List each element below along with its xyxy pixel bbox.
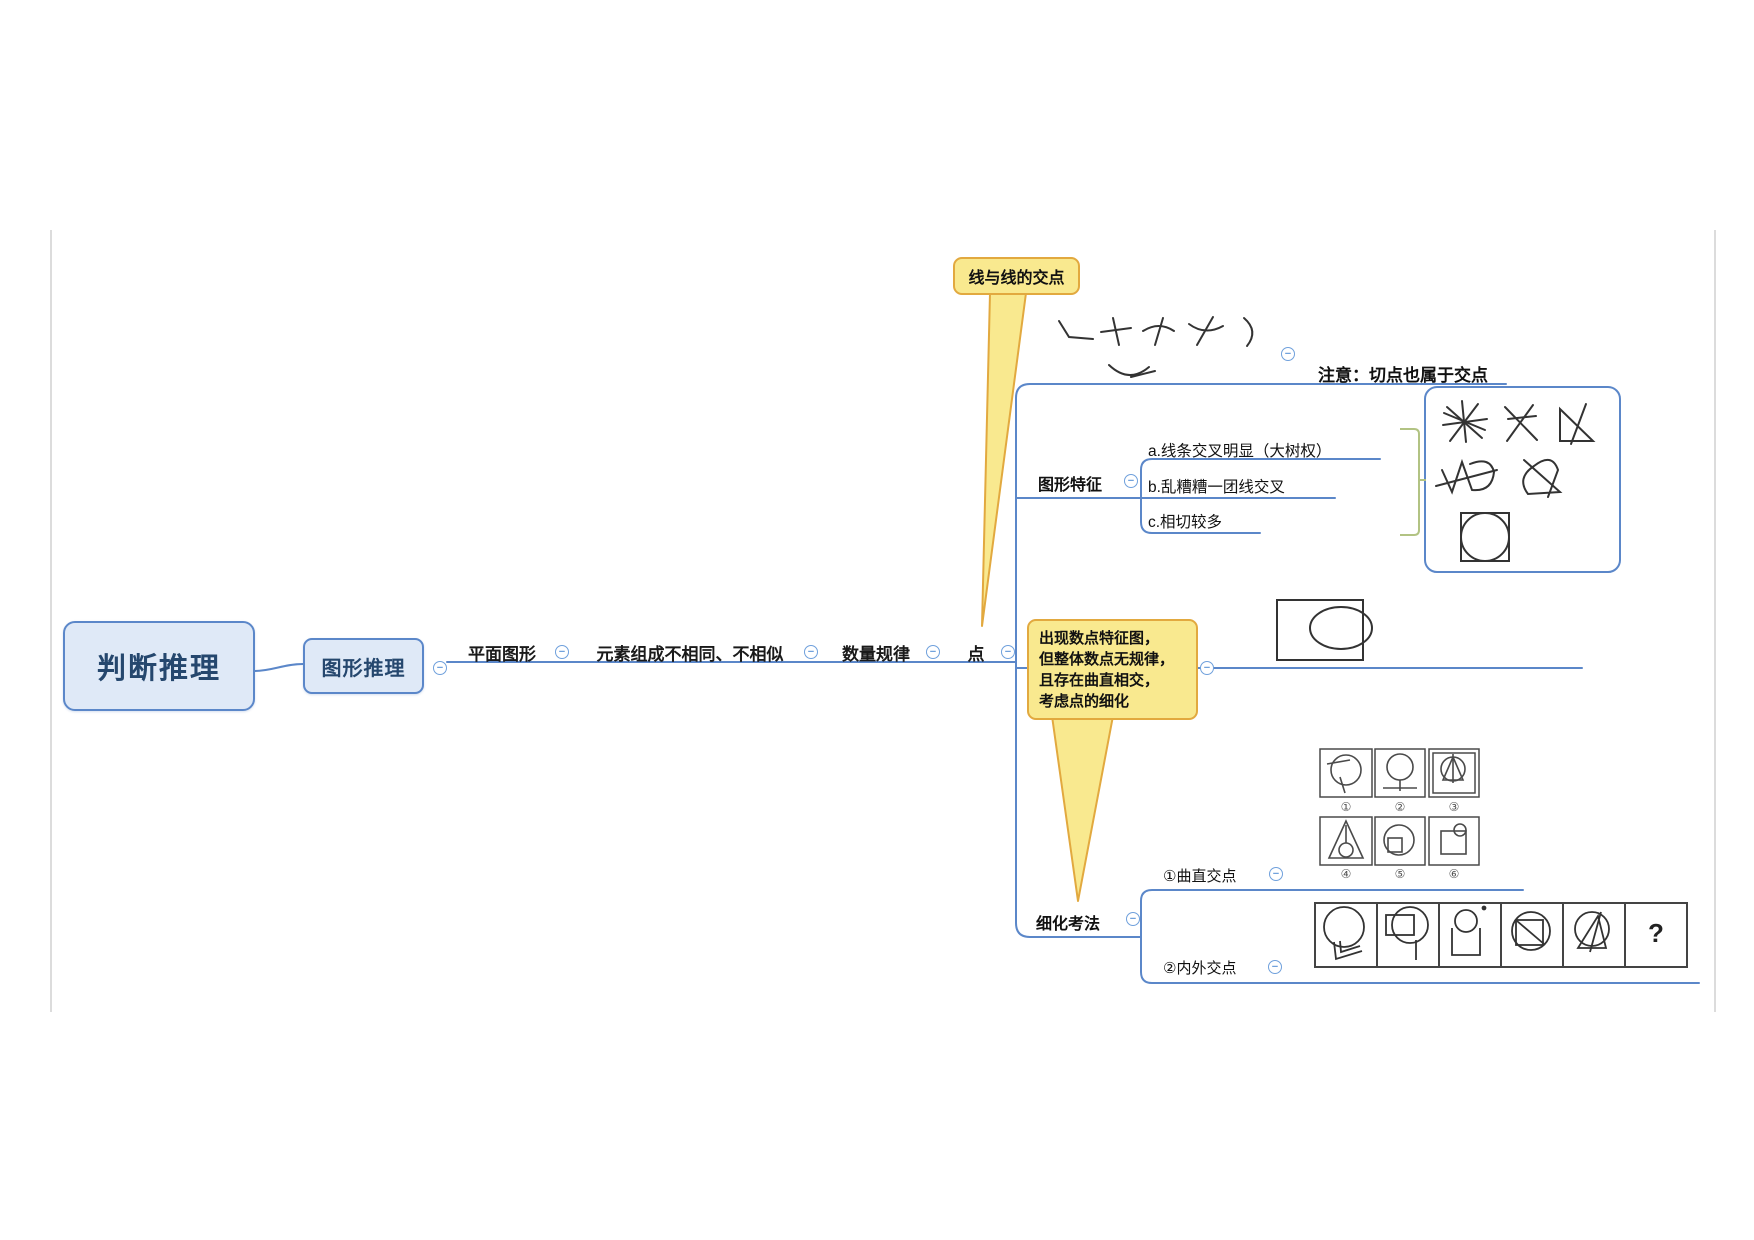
callout-top-tail bbox=[981, 292, 1027, 627]
callout-line-intersections-text: 线与线的交点 bbox=[968, 270, 1065, 287]
callout-note-tail bbox=[1051, 715, 1114, 902]
topic-curved-straight-intersections[interactable]: ①曲直交点 bbox=[1163, 868, 1237, 885]
callout-note[interactable]: 出现数点特征图， 但整体数点无规律， 且存在曲直相交， 考虑点的细化 bbox=[1027, 619, 1198, 720]
subroot-topic-label: 图形推理 bbox=[321, 657, 406, 680]
grid-label-6: ⑥ bbox=[1448, 867, 1460, 881]
grid-label-1: ① bbox=[1340, 800, 1352, 814]
note-line-1: 出现数点特征图， bbox=[1039, 630, 1160, 647]
collapse-icon[interactable]: − bbox=[1124, 474, 1138, 488]
collapse-icon[interactable]: − bbox=[804, 645, 818, 659]
grid-label-4: ④ bbox=[1340, 867, 1352, 881]
topic-feature-b[interactable]: b.乱糟糟一团线交叉 bbox=[1148, 479, 1285, 496]
collapse-icon[interactable]: − bbox=[1200, 661, 1214, 675]
topic-plane-figure[interactable]: 平面图形 bbox=[468, 645, 536, 664]
collapse-icon[interactable]: − bbox=[433, 661, 447, 675]
grid-label-3: ③ bbox=[1448, 800, 1460, 814]
page-border-lines bbox=[50, 230, 1716, 1012]
collapse-icon[interactable]: − bbox=[926, 645, 940, 659]
note-line-2: 但整体数点无规律， bbox=[1039, 651, 1175, 668]
note-line-3: 且存在曲直相交， bbox=[1039, 672, 1160, 689]
grid-label-2: ② bbox=[1394, 800, 1406, 814]
callout-line-intersections[interactable]: 线与线的交点 bbox=[953, 257, 1080, 295]
topic-point[interactable]: 点 bbox=[967, 645, 985, 664]
rect-ellipse-sketch-image[interactable] bbox=[1276, 599, 1373, 661]
topic-quantity-rule[interactable]: 数量规律 bbox=[842, 645, 910, 664]
topic-figure-features[interactable]: 图形特征 bbox=[1038, 477, 1103, 494]
topic-feature-a[interactable]: a.线条交叉明显（大树权） bbox=[1148, 443, 1332, 460]
collapse-icon[interactable]: − bbox=[1269, 867, 1283, 881]
note-line-4: 考虑点的细化 bbox=[1039, 693, 1130, 710]
line-crossings-sketch-image[interactable] bbox=[1058, 316, 1254, 378]
topic-element-composition[interactable]: 元素组成不相同、不相似 bbox=[596, 645, 784, 664]
collapse-icon[interactable]: − bbox=[1281, 347, 1295, 361]
crossing-examples-sketch bbox=[1435, 400, 1596, 562]
root-topic[interactable]: 判断推理 bbox=[63, 621, 255, 711]
branch-connectors bbox=[254, 383, 1700, 984]
topic-inner-outer-intersections[interactable]: ②内外交点 bbox=[1163, 960, 1237, 977]
collapse-icon[interactable]: − bbox=[555, 645, 569, 659]
topic-notice-tangent[interactable]: 注意：切点也属于交点 bbox=[1318, 366, 1488, 385]
subroot-topic[interactable]: 图形推理 bbox=[303, 638, 424, 694]
root-topic-label: 判断推理 bbox=[96, 653, 221, 685]
question-mark-cell: ? bbox=[1648, 918, 1664, 948]
collapse-icon[interactable]: − bbox=[1268, 960, 1282, 974]
topic-feature-c[interactable]: c.相切较多 bbox=[1148, 514, 1223, 531]
collapse-icon[interactable]: − bbox=[1001, 645, 1015, 659]
curved-straight-grid-image[interactable] bbox=[1319, 748, 1480, 866]
topic-refined-methods[interactable]: 细化考法 bbox=[1036, 916, 1101, 933]
summary-bracket bbox=[1400, 428, 1426, 536]
inner-outer-strip-image[interactable] bbox=[1314, 902, 1688, 968]
grid-label-5: ⑤ bbox=[1394, 867, 1406, 881]
collapse-icon[interactable]: − bbox=[1126, 912, 1140, 926]
